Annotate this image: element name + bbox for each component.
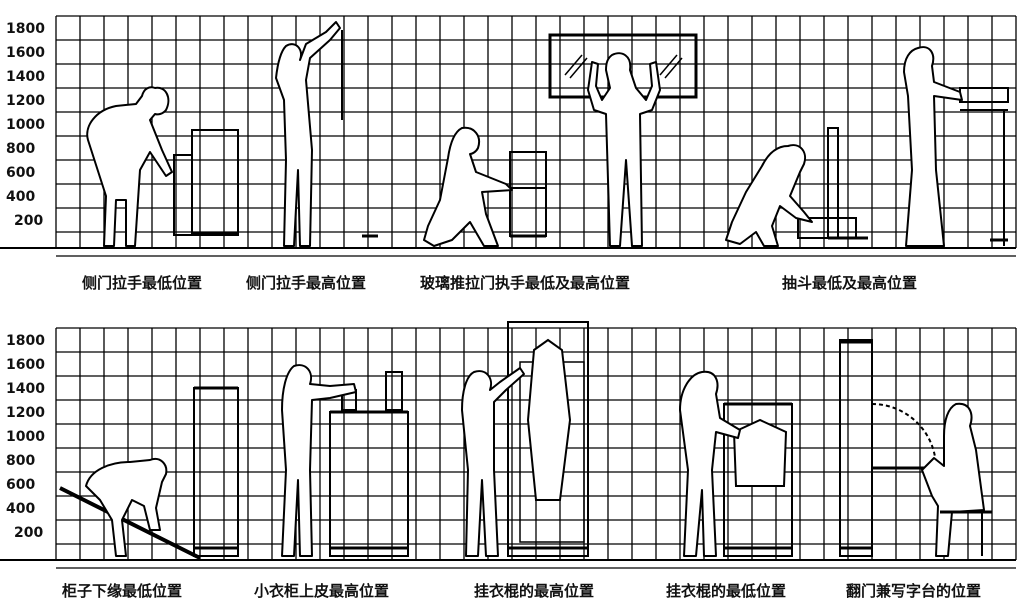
tick-label: 200 (14, 213, 43, 229)
tick-label: 1200 (6, 93, 45, 109)
tick-label: 800 (6, 453, 35, 469)
scene-coat-rod-high (461, 321, 589, 557)
coat-icon (526, 338, 572, 501)
caption-sliding-door: 玻璃推拉门执手最低及最高位置 (420, 274, 631, 292)
tick-label: 400 (6, 189, 35, 205)
tick-label: 600 (6, 477, 35, 493)
y-axis-ticks-bottom: 1800 1600 1400 1200 1000 800 600 400 200 (6, 333, 45, 541)
tick-label: 400 (6, 501, 35, 517)
caption-drawer: 抽斗最低及最高位置 (782, 274, 918, 292)
tick-label: 200 (14, 525, 43, 541)
caption-small-wardrobe: 小衣柜上皮最高位置 (254, 582, 390, 600)
person-sweeping-icon (85, 458, 168, 557)
hanging-shirt-icon (732, 418, 788, 487)
caption-cabinet-bottom: 柜子下缘最低位置 (62, 582, 183, 600)
scene-fold-door-desk (839, 339, 992, 557)
tick-label: 1600 (6, 357, 45, 373)
person-hanging-clothes-icon (679, 370, 741, 557)
caption-coat-rod-high: 挂衣棍的最高位置 (474, 582, 595, 600)
scene-coat-rod-low (679, 370, 793, 557)
tick-label: 1600 (6, 45, 45, 61)
person-crouching-icon (423, 126, 513, 247)
scene-drawer-low (725, 127, 868, 247)
person-reaching-up-icon (275, 21, 341, 247)
person-sliding-glass-icon (587, 52, 661, 247)
caption-fold-door-desk: 翻门兼写字台的位置 (846, 582, 982, 600)
scene-side-door-handle-low (86, 86, 239, 247)
tick-label: 1000 (6, 117, 45, 133)
scene-drawer-high (903, 46, 1009, 247)
person-standing-drawer-icon (903, 46, 963, 247)
y-axis-ticks-top: 1800 1600 1400 1200 1000 800 600 400 200 (6, 21, 45, 229)
tick-label: 1800 (6, 21, 45, 37)
scene-cabinet-bottom-edge (59, 386, 239, 560)
grid-top-panel (0, 15, 1017, 257)
scene-small-wardrobe-top (281, 364, 409, 557)
tick-label: 1800 (6, 333, 45, 349)
scene-low-cabinet-crouch (423, 126, 547, 247)
scene-side-door-handle-high (275, 21, 378, 247)
tick-label: 1000 (6, 429, 45, 445)
tick-label: 1200 (6, 405, 45, 421)
caption-side-door-low: 侧门拉手最低位置 (82, 274, 203, 292)
caption-coat-rod-low: 挂衣棍的最低位置 (666, 582, 787, 600)
person-seated-desk-icon (921, 402, 985, 557)
person-bending-icon (86, 86, 173, 247)
tick-label: 600 (6, 165, 35, 181)
person-squatting-drawer-icon (725, 144, 813, 247)
person-hanging-coat-icon (461, 367, 525, 557)
tick-label: 1400 (6, 381, 45, 397)
tick-label: 800 (6, 141, 35, 157)
caption-side-door-high: 侧门拉手最高位置 (246, 274, 367, 292)
tick-label: 1400 (6, 69, 45, 85)
scene-sliding-glass-door (548, 33, 698, 247)
person-shelf-icon (281, 364, 357, 557)
